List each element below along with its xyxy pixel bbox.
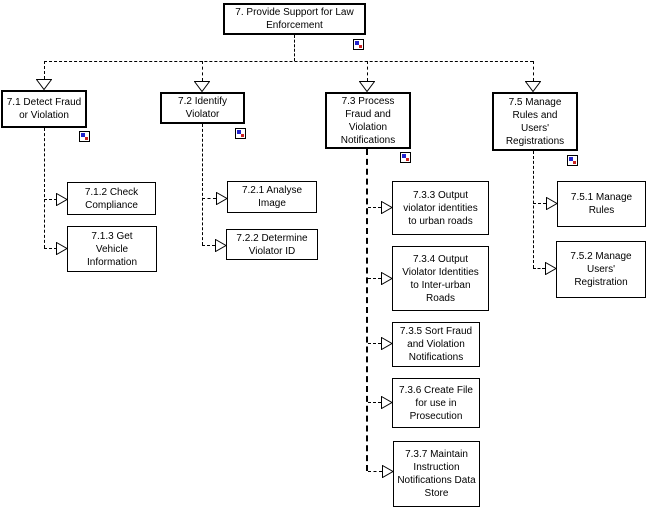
decomposition-icon[interactable] — [567, 155, 578, 166]
arrowhead-right-icon — [381, 201, 393, 214]
icon-blue-square — [569, 157, 573, 161]
node-7-5-2-manage-users-registration[interactable]: 7.5.2 Manage Users' Registration — [556, 241, 646, 298]
connector-line — [202, 245, 215, 246]
icon-blue-square — [355, 41, 359, 45]
node-7-5-manage-rules-and-users-registrations[interactable]: 7.5 Manage Rules and Users' Registration… — [492, 92, 578, 151]
connector-line — [366, 149, 368, 471]
arrowhead-down-icon — [359, 81, 375, 92]
node-7-3-7-maintain-instruction-notifications-data-store[interactable]: 7.3.7 Maintain Instruction Notifications… — [393, 441, 480, 507]
node-7-1-detect-fraud-or-violation[interactable]: 7.1 Detect Fraud or Violation — [1, 90, 87, 128]
icon-red-square — [359, 45, 362, 48]
arrowhead-right-icon — [381, 337, 393, 350]
arrowhead-right-icon — [215, 239, 227, 252]
connector-line — [368, 207, 381, 208]
arrowhead-down-icon — [194, 81, 210, 92]
decomposition-icon[interactable] — [353, 39, 364, 50]
connector-line — [533, 268, 545, 269]
connector-line — [533, 151, 534, 268]
connector-line — [202, 124, 203, 245]
connector-line — [368, 343, 381, 344]
arrowhead-right-icon — [56, 193, 68, 206]
decomposition-icon[interactable] — [79, 131, 90, 142]
arrowhead-right-icon — [546, 197, 558, 210]
node-7-1-3-get-vehicle-information[interactable]: 7.1.3 Get Vehicle Information — [67, 226, 157, 272]
node-7-2-2-determine-violator-id[interactable]: 7.2.2 Determine Violator ID — [226, 229, 318, 260]
arrowhead-right-icon — [381, 396, 393, 409]
arrowhead-down-icon — [525, 81, 541, 92]
connector-line — [44, 248, 57, 249]
arrowhead-right-icon — [216, 192, 228, 205]
icon-blue-square — [237, 130, 241, 134]
connector-line — [533, 203, 546, 204]
icon-red-square — [573, 161, 576, 164]
node-7-3-3-output-violator-identities-to-urban-roads[interactable]: 7.3.3 Output violator identities to urba… — [392, 181, 489, 235]
node-7-2-identify-violator[interactable]: 7.2 Identify Violator — [160, 92, 245, 124]
node-7-3-4-output-violator-identities-to-inter-urban-roads[interactable]: 7.3.4 Output Violator Identities to Inte… — [392, 246, 489, 311]
node-7-1-2-check-compliance[interactable]: 7.1.2 Check Compliance — [67, 182, 156, 215]
icon-blue-square — [81, 133, 85, 137]
arrowhead-right-icon — [545, 262, 557, 275]
node-7-2-1-analyse-image[interactable]: 7.2.1 Analyse Image — [227, 181, 317, 213]
connector-line — [44, 61, 533, 62]
arrowhead-right-icon — [382, 465, 394, 478]
icon-red-square — [241, 134, 244, 137]
icon-red-square — [85, 137, 88, 140]
connector-line — [368, 278, 381, 279]
arrowhead-right-icon — [381, 272, 393, 285]
arrowhead-right-icon — [56, 242, 68, 255]
node-7-5-1-manage-rules[interactable]: 7.5.1 Manage Rules — [557, 181, 646, 227]
connector-line — [533, 61, 534, 81]
icon-blue-square — [402, 154, 406, 158]
connector-line — [202, 61, 203, 81]
connector-line — [367, 61, 368, 81]
connector-line — [368, 471, 382, 472]
connector-line — [294, 35, 295, 61]
node-7-3-6-create-file-for-use-in-prosecution[interactable]: 7.3.6 Create File for use in Prosecution — [392, 378, 480, 428]
arrowhead-down-icon — [36, 79, 52, 90]
connector-line — [44, 61, 45, 79]
node-7-3-process-fraud-and-violation-notifications[interactable]: 7.3 Process Fraud and Violation Notifica… — [325, 92, 411, 149]
node-7-provide-support-for-law-enforcement[interactable]: 7. Provide Support for Law Enforcement — [223, 3, 366, 35]
node-7-3-5-sort-fraud-and-violation-notifications[interactable]: 7.3.5 Sort Fraud and Violation Notificat… — [392, 322, 480, 367]
connector-line — [44, 199, 57, 200]
icon-red-square — [406, 158, 409, 161]
connector-line — [368, 402, 381, 403]
decomposition-icon[interactable] — [235, 128, 246, 139]
connector-line — [44, 128, 45, 248]
decomposition-icon[interactable] — [400, 152, 411, 163]
connector-line — [202, 198, 216, 199]
